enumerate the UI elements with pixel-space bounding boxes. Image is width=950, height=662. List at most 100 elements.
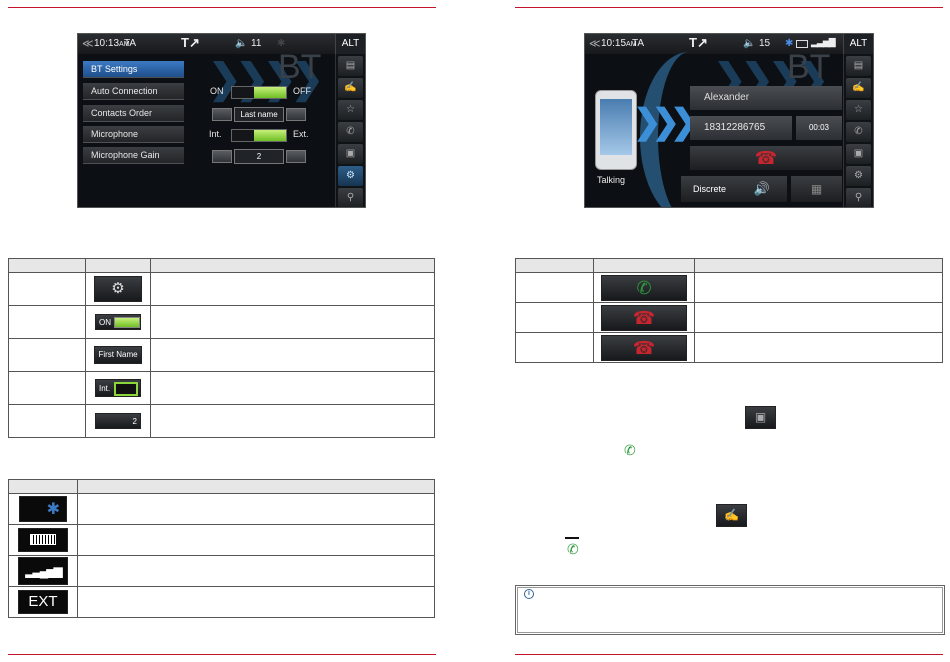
- phonebook-icon[interactable]: ▤: [338, 56, 363, 76]
- volume-icon: 🔈: [235, 38, 248, 49]
- top-rule-right: [515, 7, 943, 8]
- recent-calls-icon[interactable]: ✆: [846, 122, 871, 142]
- back-icon[interactable]: ≪: [589, 38, 601, 50]
- settings-gear-icon[interactable]: ⚙: [846, 166, 871, 186]
- talking-label: Talking: [597, 175, 626, 185]
- bt-watermark: BT: [787, 48, 831, 86]
- contacts-order-value: Last name: [234, 107, 284, 122]
- phonebook-icon[interactable]: ▤: [846, 56, 871, 76]
- redial-icon: ✆: [565, 537, 581, 557]
- call-buttons-table: ✆ ☎ ☎: [515, 258, 943, 363]
- bt-settings-screenshot: ≪ 10:13AM TA T↗ 🔈 11 ✱ ALT ❯❯❯❯ BT BT Se…: [77, 33, 366, 208]
- recent-calls-icon[interactable]: ✆: [338, 122, 363, 142]
- hang-up-icon: ☎: [754, 148, 778, 168]
- contacts-order-right-arrow[interactable]: [286, 108, 306, 121]
- back-icon[interactable]: ≪: [82, 38, 94, 50]
- hang-up-button[interactable]: ☎: [690, 146, 842, 170]
- alt-button[interactable]: ALT: [843, 34, 873, 54]
- keypad-icon[interactable]: ▣: [338, 144, 363, 164]
- signal-icon: ▂▃▅▇: [811, 37, 836, 47]
- status-bar: ≪ 10:13AM TA T↗ 🔈 11 ✱: [78, 34, 335, 54]
- keypad-icon: ▣: [745, 406, 776, 429]
- ext-label: Ext.: [293, 129, 309, 139]
- ta-label: TA: [124, 38, 137, 49]
- bluetooth-icon: ✱: [785, 38, 794, 49]
- talking-screenshot: ≪ 10:15AM TA T↗ 🔈 15 ✱ ▂▃▅▇ ALT ❯❯❯❯ BT …: [584, 33, 874, 208]
- clock: 10:13AM: [94, 38, 130, 49]
- microphone-label: Microphone: [83, 126, 184, 143]
- bottom-rule-left: [8, 654, 436, 655]
- bluetooth-icon: ✱: [19, 496, 67, 522]
- contacts-order-left-arrow[interactable]: [212, 108, 232, 121]
- search-icon[interactable]: ⚲: [846, 188, 871, 207]
- side-menu: ▤ ✍ ☆ ✆ ▣ ⚙ ⚲: [335, 54, 365, 207]
- ta-label: TA: [632, 38, 645, 49]
- settings-gear-icon[interactable]: ⚙: [338, 166, 363, 186]
- discrete-label: Discrete: [693, 184, 727, 194]
- info-icon: i: [524, 589, 534, 599]
- int-label: Int.: [209, 129, 222, 139]
- ext-icon: EXT: [18, 590, 68, 614]
- menu-row-auto-connection: Auto Connection ON OFF: [83, 83, 333, 100]
- menu-row-bt-settings[interactable]: BT Settings: [83, 61, 184, 78]
- bt-settings-label: BT Settings: [83, 61, 184, 78]
- settings-icons-table: ⚙ ON First Name Int. 2: [8, 258, 435, 438]
- phone-green-icon: ✆: [624, 442, 636, 458]
- off-label: OFF: [293, 86, 311, 96]
- bottom-rule-right: [515, 654, 943, 655]
- call-log-icon[interactable]: ✍: [338, 78, 363, 98]
- status-bar: ≪ 10:15AM TA T↗ 🔈 15 ✱ ▂▃▅▇: [585, 34, 843, 54]
- speaker-button[interactable]: 🔊: [737, 176, 787, 202]
- volume-icon: 🔈: [743, 38, 756, 49]
- call-log-icon: ✍: [716, 504, 747, 527]
- auto-connection-toggle[interactable]: [231, 86, 287, 99]
- volume-level: 11: [251, 38, 262, 49]
- search-icon[interactable]: ⚲: [338, 188, 363, 207]
- bluetooth-icon: ✱: [277, 38, 286, 49]
- call-log-icon[interactable]: ✍: [846, 78, 871, 98]
- gain-value-icon: 2: [95, 412, 141, 429]
- speaker-icon: 🔊: [753, 181, 771, 196]
- call-duration: 00:03: [796, 116, 842, 140]
- side-menu: ▤ ✍ ☆ ✆ ▣ ⚙ ⚲: [843, 54, 873, 207]
- answer-call-icon: ✆: [601, 274, 687, 301]
- menu-row-microphone-gain: Microphone Gain 2: [83, 147, 333, 164]
- favorites-icon[interactable]: ☆: [846, 100, 871, 120]
- clock: 10:15AM: [601, 38, 637, 49]
- dialpad-icon[interactable]: ▣: [846, 144, 871, 164]
- caller-name: Alexander: [690, 86, 842, 110]
- bt-watermark: BT: [278, 48, 322, 86]
- keypad-icon: ▦: [810, 182, 823, 196]
- gain-value: 2: [234, 149, 284, 164]
- microphone-toggle[interactable]: [231, 129, 287, 142]
- toggle-on-icon: ON: [95, 313, 141, 330]
- info-note-box: i: [515, 585, 945, 635]
- status-icons-table: ✱ ▂▃▄▅▆ EXT: [8, 479, 435, 618]
- reject-call-icon: ☎: [601, 334, 687, 361]
- menu-row-microphone: Microphone Int. Ext.: [83, 126, 333, 143]
- favorites-icon[interactable]: ☆: [338, 100, 363, 120]
- settings-gear-icon: ⚙: [94, 276, 142, 302]
- discrete-button[interactable]: Discrete: [681, 176, 745, 202]
- first-name-button-icon: First Name: [94, 345, 142, 364]
- phone-chevrons-icon: ❯❯❯: [633, 103, 699, 141]
- microphone-gain-label: Microphone Gain: [83, 147, 184, 164]
- navigation-icon: T↗: [181, 35, 200, 50]
- toggle-int-icon: Int.: [95, 378, 141, 397]
- contacts-order-label: Contacts Order: [83, 105, 184, 122]
- menu-row-contacts-order: Contacts Order Last name: [83, 105, 333, 122]
- battery-icon: [18, 528, 68, 552]
- alt-button[interactable]: ALT: [335, 34, 365, 54]
- keypad-button[interactable]: ▦: [791, 176, 842, 202]
- gain-right-arrow[interactable]: [286, 150, 306, 163]
- auto-connection-label: Auto Connection: [83, 83, 184, 100]
- navigation-icon: T↗: [689, 35, 708, 50]
- battery-icon: [796, 40, 808, 48]
- hang-up-icon: ☎: [601, 304, 687, 331]
- caller-number: 18312286765: [690, 116, 792, 140]
- top-rule-left: [8, 7, 436, 8]
- volume-level: 15: [759, 38, 771, 49]
- on-label: ON: [210, 86, 224, 96]
- phone-device-icon: [595, 90, 637, 170]
- gain-left-arrow[interactable]: [212, 150, 232, 163]
